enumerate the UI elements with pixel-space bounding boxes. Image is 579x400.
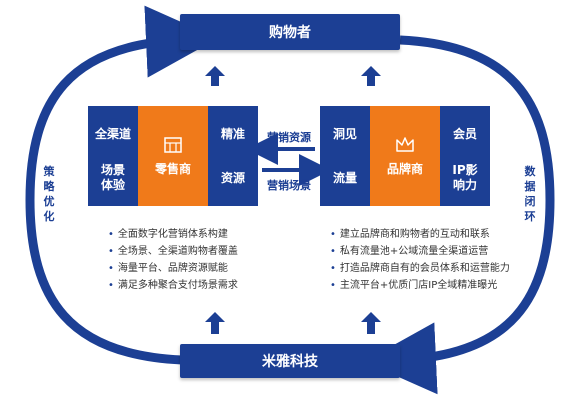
brand-label: 品牌商 <box>386 161 423 176</box>
brand-block: 洞见 流量 品牌商 会员 IP影响力 <box>320 106 490 206</box>
list-item: 私有流量池+公域流量全渠道运营 <box>330 243 510 260</box>
list-item: 全面数字化营销体系构建 <box>108 226 238 243</box>
list-item: 主流平台+优质门店IP全域精准曝光 <box>330 277 510 294</box>
brand-center-panel: 品牌商 <box>370 106 440 206</box>
list-item: 打造品牌商自有的会员体系和运营能力 <box>330 260 510 277</box>
left-loop-arc <box>25 5 218 365</box>
retailer-center-panel: 零售商 <box>138 106 208 206</box>
bottom-banner: 米雅科技 <box>180 344 400 378</box>
retailer-right-top: 精准 <box>220 126 245 141</box>
connector-top-label: 营销资源 <box>267 131 311 144</box>
connector-bottom-label: 营销场景 <box>267 179 311 192</box>
retailer-right-panel: 精准 资源 <box>208 106 258 206</box>
list-item: 满足多种聚合支付场景需求 <box>108 277 238 294</box>
up-arrows-bottom <box>205 312 381 334</box>
list-item: 海量平台、品牌资源赋能 <box>108 260 238 277</box>
right-side-label: 数据闭环 <box>524 165 536 223</box>
retailer-right-bottom: 资源 <box>220 170 245 185</box>
list-item: 建立品牌商和购物者的互动和联系 <box>330 226 510 243</box>
left-side-label: 策略优化 <box>43 165 55 223</box>
retailer-benefits-list: 全面数字化营销体系构建 全场景、全渠道购物者覆盖 海量平台、品牌资源赋能 满足多… <box>108 226 238 294</box>
brand-right-panel: 会员 IP影响力 <box>440 106 490 206</box>
crown-icon <box>396 136 414 152</box>
store-icon <box>164 136 182 153</box>
retailer-block: 全渠道 场景体验 零售商 精准 资源 <box>88 106 258 206</box>
brand-right-bottom: IP影响力 <box>452 163 478 192</box>
top-banner-label: 购物者 <box>269 25 311 41</box>
brand-left-panel: 洞见 流量 <box>320 106 370 206</box>
retailer-left-bottom: 场景体验 <box>100 163 125 192</box>
list-item: 全场景、全渠道购物者覆盖 <box>108 243 238 260</box>
brand-left-top: 洞见 <box>332 126 357 141</box>
retailer-left-panel: 全渠道 场景体验 <box>88 106 138 206</box>
brand-right-top: 会员 <box>452 126 477 141</box>
up-arrows-top <box>205 66 381 86</box>
brand-benefits-list: 建立品牌商和购物者的互动和联系 私有流量池+公域流量全渠道运营 打造品牌商自有的… <box>330 226 510 294</box>
retailer-left-top: 全渠道 <box>94 126 131 141</box>
top-banner: 购物者 <box>180 14 400 50</box>
brand-left-bottom: 流量 <box>332 170 357 185</box>
right-loop-arc <box>364 35 555 395</box>
bottom-banner-label: 米雅科技 <box>262 354 318 370</box>
retailer-label: 零售商 <box>154 161 191 176</box>
